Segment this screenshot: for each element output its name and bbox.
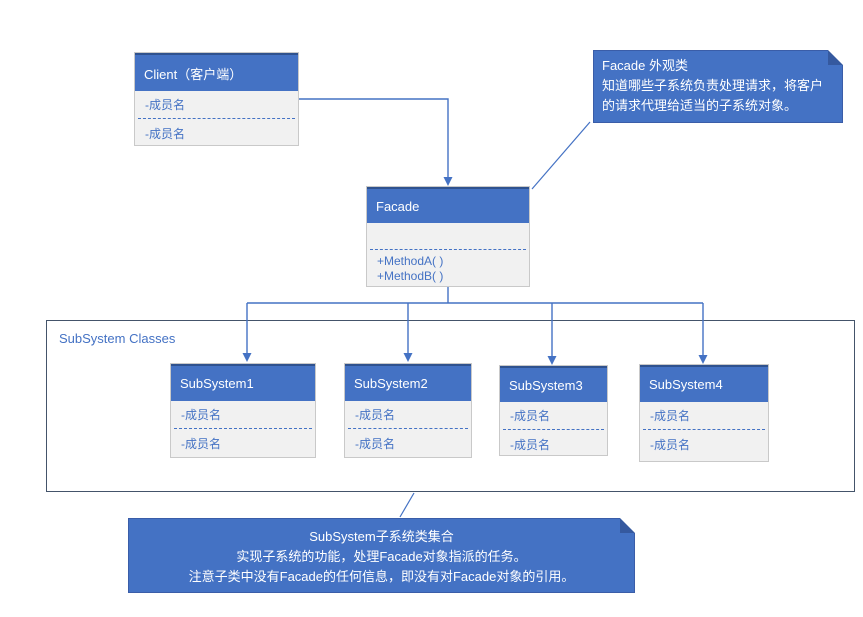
subsystem3-member-1: -成员名 xyxy=(510,409,550,423)
folded-corner-icon xyxy=(828,50,843,65)
subsystem3-class-box[interactable]: SubSystem3 -成员名 -成员名 xyxy=(499,365,608,456)
client-to-facade-connector xyxy=(299,98,449,177)
subsystem3-title: SubSystem3 xyxy=(509,377,583,393)
subsystem-note-title: SubSystem子系统类集合 xyxy=(309,529,454,544)
subsystem4-title: SubSystem4 xyxy=(649,377,723,392)
client-class-header: Client（客户端） xyxy=(135,53,298,91)
subsystem3-member-2: -成员名 xyxy=(510,438,550,452)
subsystem-classes-frame[interactable]: SubSystem Classes xyxy=(46,320,855,492)
facade-empty-section xyxy=(367,223,529,248)
subsystem2-header: SubSystem2 xyxy=(345,364,471,401)
facade-note-title: Facade 外观类 xyxy=(602,58,688,73)
member-divider xyxy=(174,428,312,429)
facade-method-b: +MethodB( ) xyxy=(377,269,444,283)
client-member-1: -成员名 xyxy=(145,98,185,112)
subsystem-note-callout[interactable]: SubSystem子系统类集合 实现子系统的功能，处理Facade对象指派的任务… xyxy=(128,518,635,593)
subsystem1-class-box[interactable]: SubSystem1 -成员名 -成员名 xyxy=(170,363,316,458)
member-divider xyxy=(503,429,604,430)
subsystem1-member-1: -成员名 xyxy=(181,408,221,422)
subsystem4-header: SubSystem4 xyxy=(640,365,768,402)
facade-class-header: Facade xyxy=(367,187,529,223)
facade-note-body: 知道哪些子系统负责处理请求，将客户的请求代理给适当的子系统对象。 xyxy=(602,78,824,114)
subsystem2-class-box[interactable]: SubSystem2 -成员名 -成员名 xyxy=(344,363,472,458)
subsystem4-member-2: -成员名 xyxy=(650,438,690,452)
folded-corner-icon xyxy=(620,518,635,533)
facade-class-box[interactable]: Facade +MethodA( ) +MethodB( ) xyxy=(366,186,530,287)
subsystem2-member-2: -成员名 xyxy=(355,437,395,451)
subsystem-note-line2: 实现子系统的功能，处理Facade对象指派的任务。 xyxy=(236,549,527,565)
arrowhead-down-icon xyxy=(443,177,453,186)
facade-method-a: +MethodA( ) xyxy=(377,254,444,268)
subsystem-classes-label: SubSystem Classes xyxy=(59,331,176,346)
subsystem1-title: SubSystem1 xyxy=(180,376,254,391)
member-divider xyxy=(643,429,765,430)
facade-note-callout[interactable]: Facade 外观类 知道哪些子系统负责处理请求，将客户的请求代理给适当的子系统… xyxy=(593,50,843,123)
subsystem-note-line3: 注意子类中没有Facade的任何信息，即没有对Facade对象的引用。 xyxy=(188,569,575,585)
facade-class-title: Facade xyxy=(376,198,420,214)
subsystem4-member-1: -成员名 xyxy=(650,409,690,423)
client-class-box[interactable]: Client（客户端） -成员名 -成员名 xyxy=(134,52,299,146)
subsystem1-header: SubSystem1 xyxy=(171,364,315,401)
subsystem1-member-2: -成员名 xyxy=(181,437,221,451)
subsystem3-header: SubSystem3 xyxy=(500,366,607,402)
member-divider xyxy=(370,249,526,250)
client-class-title: Client（客户端） xyxy=(144,66,243,82)
subsystem2-member-1: -成员名 xyxy=(355,408,395,422)
member-divider xyxy=(138,118,295,119)
subsystem2-title: SubSystem2 xyxy=(354,376,428,391)
member-divider xyxy=(348,428,468,429)
subsystem4-class-box[interactable]: SubSystem4 -成员名 -成员名 xyxy=(639,364,769,462)
client-member-2: -成员名 xyxy=(145,127,185,141)
